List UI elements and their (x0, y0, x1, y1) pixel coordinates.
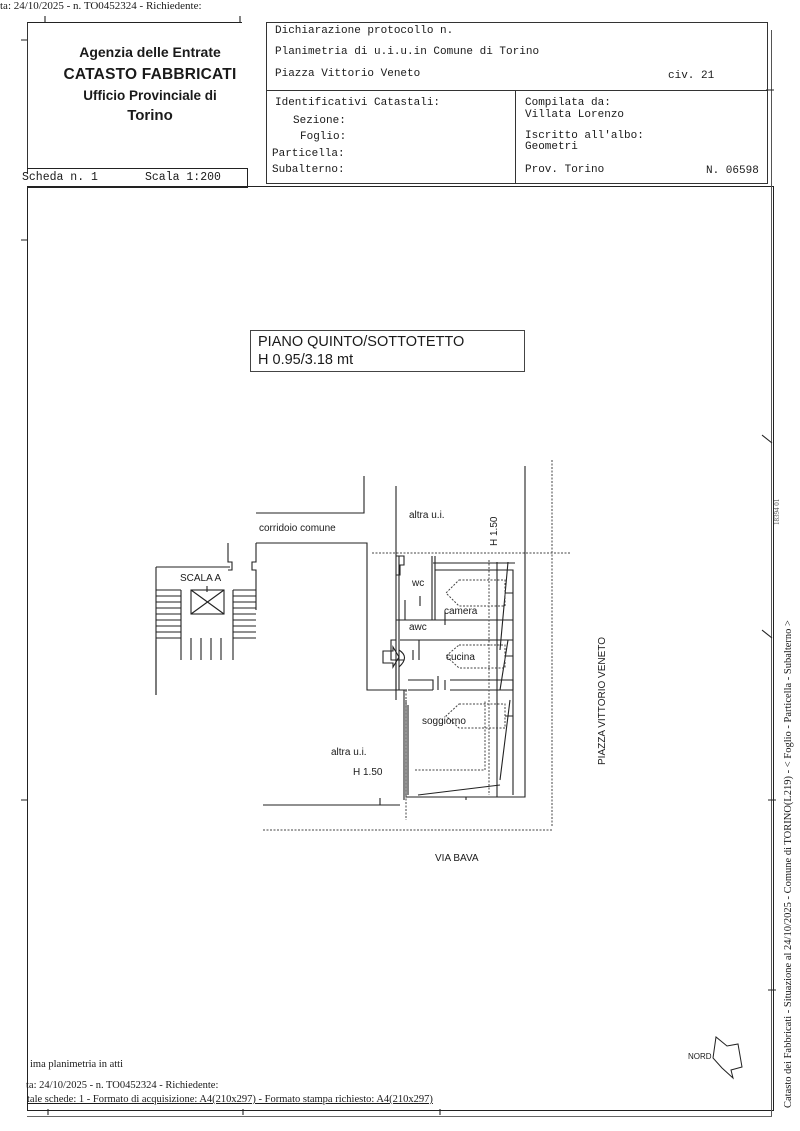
scheda-number: Scheda n. 1 (22, 171, 98, 184)
declaration-column-divider (515, 90, 516, 183)
sezione-label: Sezione: (293, 115, 346, 127)
province-label: Prov. Torino (525, 164, 605, 176)
scheda-box (27, 168, 248, 188)
floor-title: PIANO QUINTO/SOTTOTETTO (258, 334, 465, 350)
subalterno-label: Subalterno: (272, 164, 345, 176)
protocol-label: Dichiarazione protocollo n. (275, 25, 454, 37)
agency-name: Agenzia delle Entrate (79, 44, 221, 60)
declaration-box (266, 22, 768, 184)
label-street-bottom: VIA BAVA (435, 853, 479, 864)
label-other-unit-top: altra u.i. (409, 510, 445, 521)
floor-height: H 0.95/3.18 mt (258, 352, 354, 368)
label-soggiorno: soggiorno (422, 716, 466, 727)
albo-value: Geometri (525, 141, 578, 153)
registration-number: N. 06598 (706, 165, 759, 177)
label-camera: camera (444, 606, 478, 617)
agency-box (27, 22, 242, 173)
side-stamp: 18394 01 (773, 498, 781, 525)
planimetria-label: Planimetria di u.i.u.in Comune di Torino (275, 46, 540, 58)
request-header-line: ta: 24/10/2025 - n. TO0452324 - Richiede… (0, 0, 202, 12)
label-other-unit-bottom: altra u.i. (331, 747, 367, 758)
north-label: NORD (688, 1052, 712, 1061)
albo-label: Iscritto all'albo: (525, 130, 644, 142)
particella-label: Particella: (272, 148, 345, 160)
frame-outer-bottom-line (27, 1116, 772, 1117)
label-height-bottom: H 1.50 (353, 767, 383, 778)
identifiers-heading: Identificativi Catastali: (275, 97, 441, 109)
label-cucina: cucina (446, 652, 475, 663)
compiled-by-label: Compilata da: (525, 97, 611, 109)
label-corridor: corridoio comune (259, 523, 336, 534)
side-strip-cadastre: Catasto dei Fabbricati - Situazione al 2… (783, 620, 794, 1108)
label-wc: wc (412, 578, 425, 589)
drawing-frame (27, 186, 774, 1111)
label-stair: SCALA A (180, 573, 222, 584)
agency-office: Ufficio Provinciale di (83, 88, 217, 103)
declaration-divider (266, 90, 768, 91)
footer-last-plan: ima planimetria in atti (30, 1059, 124, 1070)
floor-title-box (250, 330, 525, 372)
label-street-right: PIAZZA VITTORIO VENETO (597, 637, 608, 765)
footer-format-line: tale schede: 1 - Formato di acquisizione… (27, 1094, 433, 1105)
civic-number: civ. 21 (668, 70, 715, 82)
label-height-top: H 1.50 (489, 516, 500, 546)
address-label: Piazza Vittorio Veneto (275, 68, 421, 80)
footer-request-line: ta: 24/10/2025 - n. TO0452324 - Richiede… (26, 1080, 219, 1091)
compiler-name: Villata Lorenzo (525, 109, 625, 121)
scale-label: Scala 1:200 (145, 171, 221, 184)
agency-department: CATASTO FABBRICATI (63, 66, 237, 83)
agency-city: Torino (127, 107, 173, 124)
frame-outer-right-line (771, 30, 772, 1117)
foglio-label: Foglio: (300, 131, 347, 143)
label-awc: awc (409, 622, 427, 633)
